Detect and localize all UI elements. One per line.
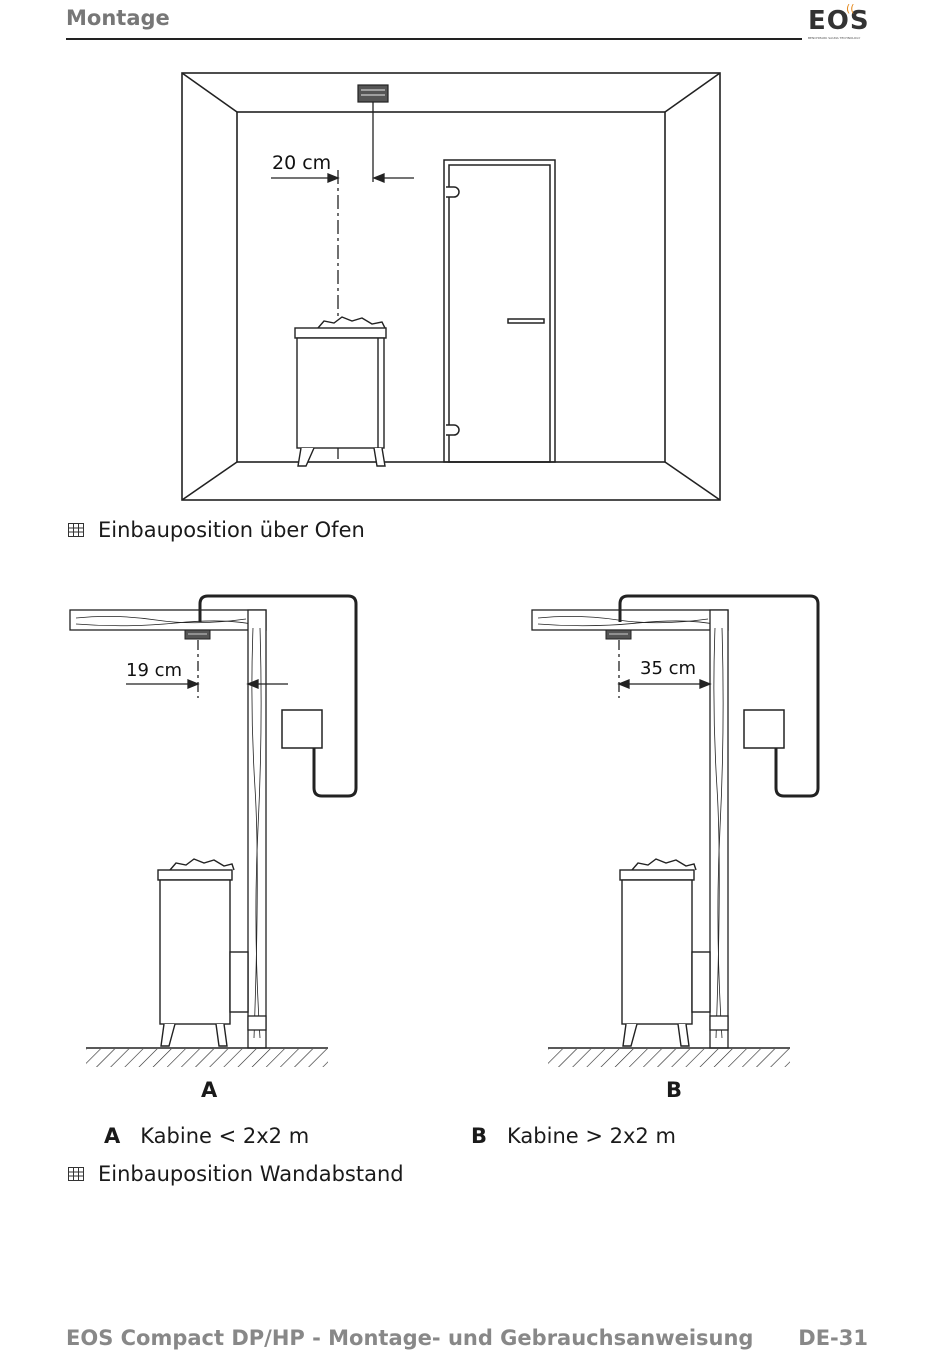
control-unit (281, 709, 323, 749)
sensor-wall (184, 629, 211, 640)
legend-text-a: Kabine < 2x2 m (140, 1124, 310, 1148)
legend-text-b: Kabine > 2x2 m (507, 1124, 676, 1148)
figure-label-a: A (201, 1078, 218, 1102)
heater (157, 858, 249, 1047)
page-number: DE-31 (798, 1326, 868, 1350)
figure-room-over-heater: 20 cm (181, 72, 721, 501)
door (443, 159, 556, 463)
dimension-35cm: 35 cm (640, 658, 696, 679)
logo-text: EOS (808, 6, 870, 36)
heater (294, 316, 387, 467)
caption-text: Einbauposition Wandabstand (98, 1162, 404, 1186)
figure-icon (68, 523, 84, 537)
legend-key-a: A (104, 1124, 121, 1148)
sensor-ceiling (357, 84, 389, 103)
legend-a: A Kabine < 2x2 m (104, 1124, 309, 1148)
heater (619, 858, 711, 1047)
figure-icon (68, 1167, 84, 1181)
figure-wall-distance-a: 19 cm (69, 594, 358, 1067)
sensor-wall (605, 629, 632, 640)
header-rule (66, 38, 802, 40)
logo-tagline: BENCHMARK SAUNA TECHNOLOGY (808, 36, 861, 40)
dimension-20cm: 20 cm (272, 152, 331, 174)
dimension-19cm: 19 cm (126, 660, 182, 681)
figure-caption-2: Einbauposition Wandabstand (68, 1162, 404, 1186)
figure-caption-1: Einbauposition über Ofen (68, 518, 365, 542)
figure-wall-distance-b: 35 cm (531, 594, 820, 1067)
control-unit (743, 709, 785, 749)
figure-label-b: B (666, 1078, 683, 1102)
legend-b: B Kabine > 2x2 m (471, 1124, 676, 1148)
footer-document-title: EOS Compact DP/HP - Montage- und Gebrauc… (66, 1326, 754, 1350)
legend-key-b: B (471, 1124, 488, 1148)
caption-text: Einbauposition über Ofen (98, 518, 365, 542)
eos-logo: EOS (( BENCHMARK SAUNA TECHNOLOGY (808, 2, 872, 40)
section-title: Montage (66, 6, 170, 30)
flame-icon: (( (846, 2, 855, 15)
